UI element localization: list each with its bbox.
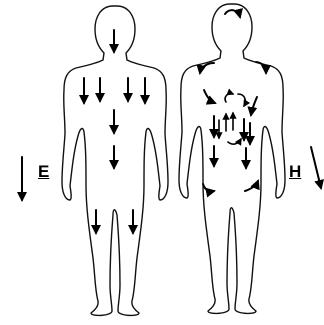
h-field-label: H bbox=[289, 163, 301, 180]
right-body-outline bbox=[179, 4, 285, 313]
right-torso-curve-arrow bbox=[251, 97, 257, 115]
mid-torso-curve-arrow bbox=[228, 139, 241, 144]
head-loop-arrow bbox=[225, 10, 240, 17]
h-field-direction-arrow bbox=[311, 147, 321, 188]
e-field-label: E bbox=[38, 163, 49, 180]
h-field-eddy-arrows bbox=[200, 10, 266, 191]
chest-loop-right-arrow bbox=[238, 94, 245, 106]
chest-loop-left-arrow bbox=[225, 94, 233, 102]
left-torso-curve-arrow bbox=[204, 90, 215, 103]
e-field-current-arrows bbox=[84, 30, 145, 233]
right-hip-curve-arrow bbox=[245, 181, 258, 191]
right-shoulder-curve-arrow bbox=[256, 62, 266, 73]
left-hip-curve-arrow bbox=[203, 184, 214, 191]
